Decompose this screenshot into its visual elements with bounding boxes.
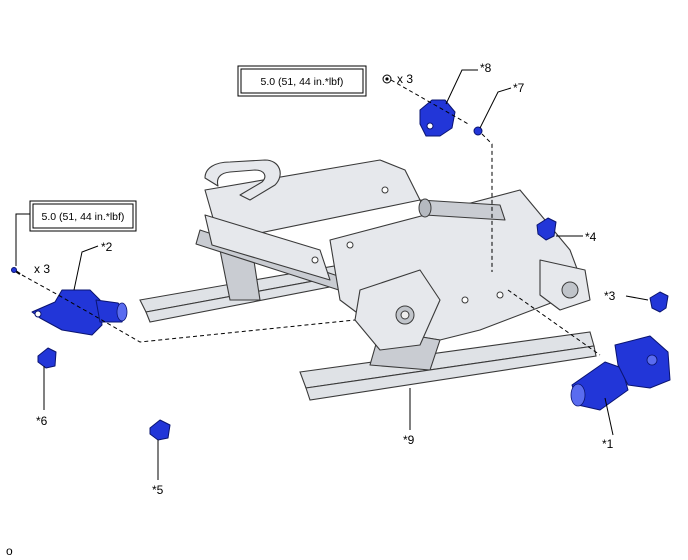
callout-1: *1 bbox=[602, 437, 614, 451]
figure-code: o bbox=[6, 544, 13, 558]
part-3-bracket bbox=[649, 291, 669, 313]
callout-4: *4 bbox=[585, 230, 597, 244]
callout-5: *5 bbox=[152, 483, 164, 497]
part-6-bracket bbox=[37, 347, 57, 369]
assembly-line-1 bbox=[507, 289, 601, 356]
torque-spec-text: 5.0 (51, 44 in.*lbf) bbox=[42, 211, 125, 223]
part-8-bracket bbox=[419, 99, 456, 137]
leader-8 bbox=[445, 69, 478, 105]
part-5-bracket bbox=[149, 419, 171, 441]
bolt-icon-upper bbox=[382, 74, 392, 84]
quantity-label-upper: x 3 bbox=[397, 72, 413, 86]
leader-2 bbox=[73, 245, 99, 291]
callout-7: *7 bbox=[513, 81, 525, 95]
part-1-motor bbox=[570, 335, 671, 411]
leader-3 bbox=[625, 295, 649, 301]
part-4-bracket bbox=[536, 217, 557, 241]
leader-1 bbox=[604, 397, 614, 436]
assembly-line-upper bbox=[390, 79, 471, 126]
quantity-label-left: x 3 bbox=[34, 262, 50, 276]
torque-spec-box-upper: 5.0 (51, 44 in.*lbf) bbox=[237, 65, 367, 97]
callout-9: *9 bbox=[403, 433, 415, 447]
assembly-line-7 bbox=[481, 133, 493, 272]
callout-2: *2 bbox=[101, 240, 113, 254]
assembly-line-2 bbox=[21, 274, 356, 343]
leader-7 bbox=[479, 87, 512, 129]
part-7-nut bbox=[473, 126, 483, 136]
seat-frame-assembly bbox=[139, 159, 597, 401]
torque-spec-text: 5.0 (51, 44 in.*lbf) bbox=[261, 76, 344, 88]
bolt-icon-left bbox=[11, 267, 21, 275]
torque-leader-left bbox=[15, 213, 30, 266]
callout-6: *6 bbox=[36, 414, 48, 428]
callout-3: *3 bbox=[604, 289, 616, 303]
part-2-motor bbox=[31, 289, 128, 336]
callout-8: *8 bbox=[480, 61, 492, 75]
torque-spec-box-left: 5.0 (51, 44 in.*lbf) bbox=[29, 200, 137, 232]
